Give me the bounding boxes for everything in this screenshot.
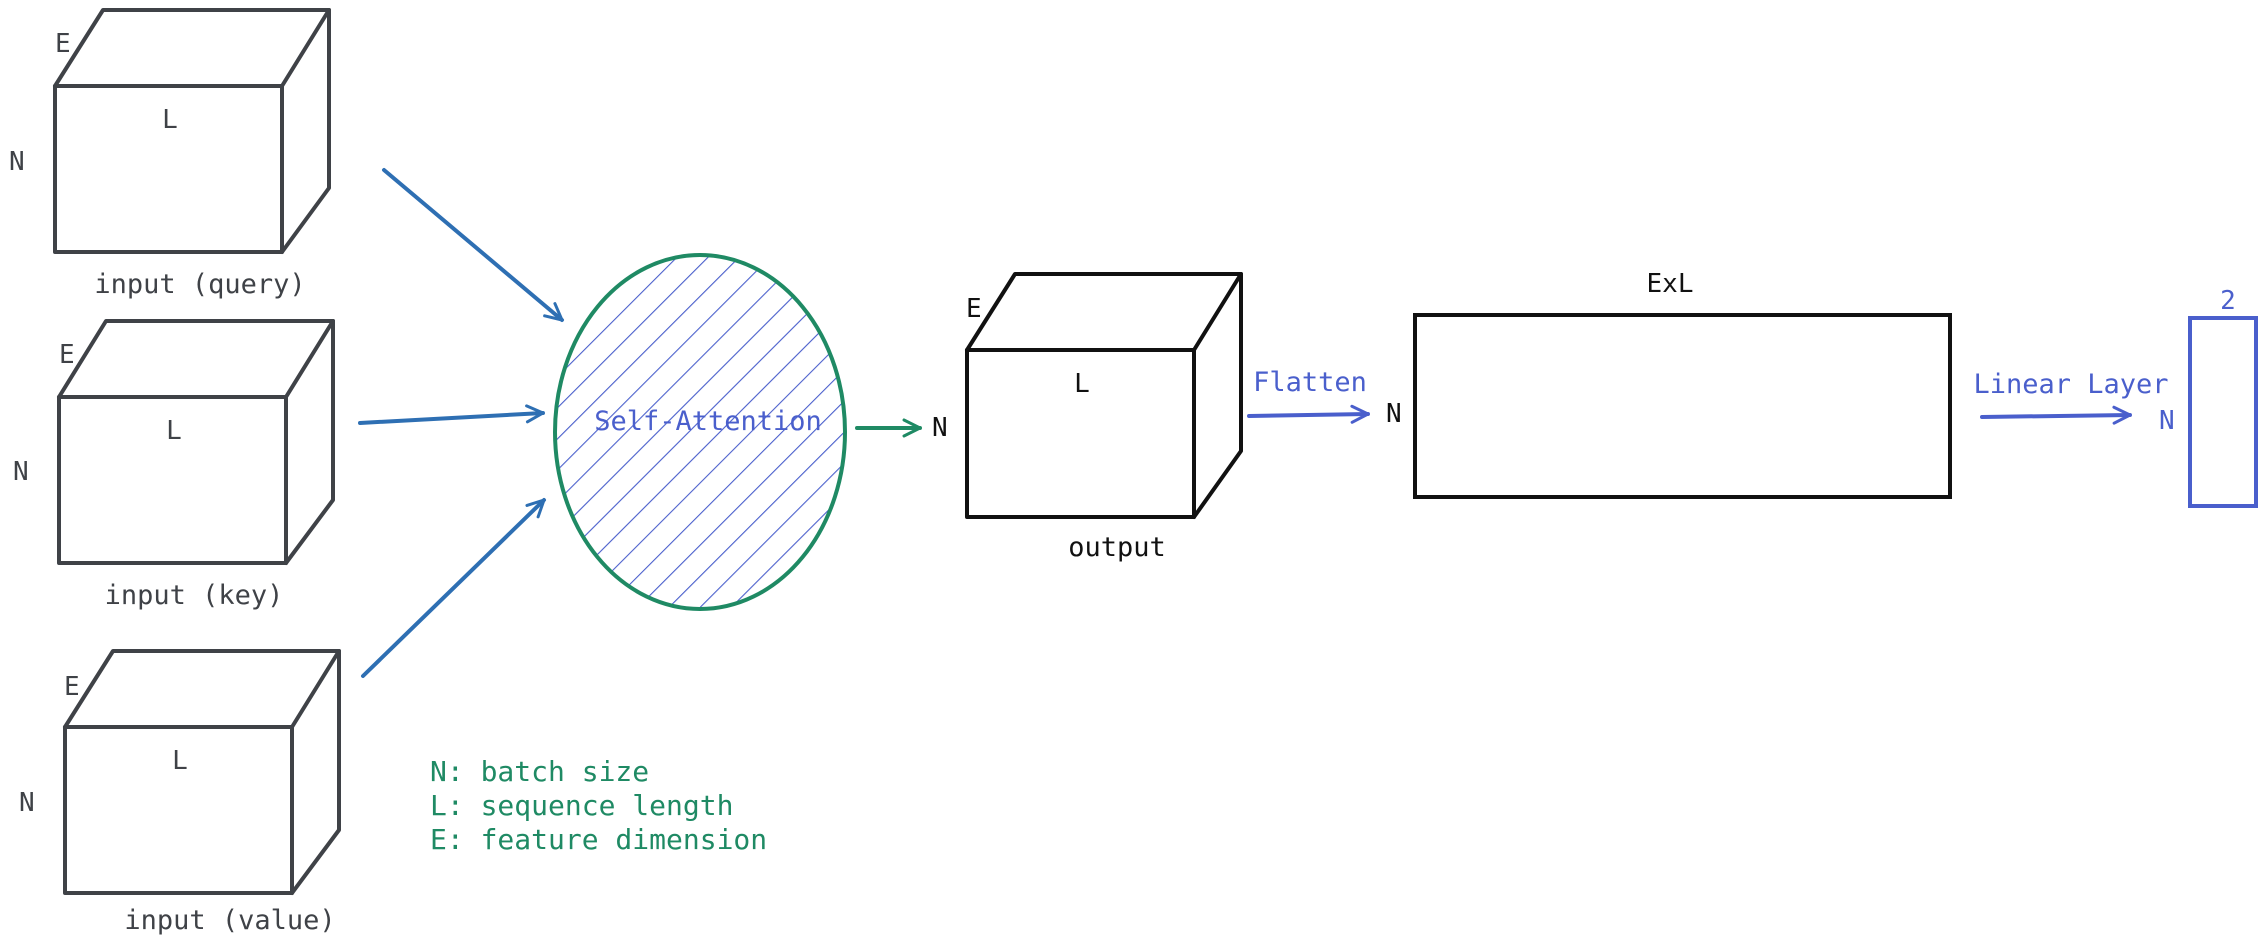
box-side-face	[1192, 272, 1243, 519]
input-key-box: E L N input (key)	[13, 319, 335, 611]
box-side-face	[284, 319, 335, 565]
batch-size-label: N	[1386, 399, 1402, 429]
linear-layer-arrow	[1980, 405, 2132, 425]
box-top-face	[965, 272, 1243, 352]
output-vector: 2 N	[2159, 286, 2258, 508]
input-query-caption: input (query)	[94, 269, 305, 300]
box-side-face	[280, 8, 331, 254]
feature-dim-label: E	[55, 29, 71, 59]
output-size-label: 2	[2220, 286, 2236, 316]
input-key-caption: input (key)	[105, 580, 284, 611]
box-front-face	[53, 84, 284, 254]
feature-dim-label: E	[966, 294, 982, 324]
legend-line-sequence: L: sequence length	[430, 789, 733, 822]
flatten-label: Flatten	[1253, 367, 1367, 398]
box-top-face	[63, 649, 341, 729]
box-front-face	[63, 725, 294, 895]
output-caption: output	[1068, 532, 1166, 563]
feature-dim-label: E	[59, 340, 75, 370]
value-arrow	[361, 498, 546, 678]
feature-dim-label: E	[64, 672, 80, 702]
box-side-face	[290, 649, 341, 895]
batch-size-label: N	[2159, 406, 2175, 436]
attention-outline	[553, 253, 847, 611]
sequence-length-label: L	[166, 416, 182, 446]
batch-size-label: N	[9, 147, 25, 177]
legend-line-feature: E: feature dimension	[430, 823, 767, 856]
attention-hatch-fill	[555, 255, 845, 609]
sequence-length-label: L	[162, 105, 178, 135]
flatten-arrow	[1247, 404, 1370, 424]
legend: N: batch size L: sequence length E: feat…	[430, 755, 767, 856]
key-arrow	[358, 404, 545, 425]
query-arrow	[382, 168, 564, 322]
box-front-face	[965, 348, 1196, 519]
sequence-length-label: L	[172, 746, 188, 776]
batch-size-label: N	[932, 413, 948, 443]
box-top-face	[57, 319, 335, 399]
output-box: E L N output	[932, 272, 1243, 563]
legend-line-batch: N: batch size	[430, 755, 649, 788]
self-attention-label: Self-Attention	[594, 406, 822, 437]
output-vector-rect	[2188, 316, 2258, 508]
flattened-matrix: ExL N	[1386, 269, 1952, 499]
batch-size-label: N	[19, 788, 35, 818]
batch-size-label: N	[13, 457, 29, 487]
box-top-face	[53, 8, 331, 88]
sequence-length-label: L	[1074, 369, 1090, 399]
input-query-box: E L N input (query)	[9, 8, 331, 300]
input-value-box: E L N input (value)	[19, 649, 341, 936]
linear-layer-label: Linear Layer	[1973, 369, 2168, 400]
box-front-face	[57, 395, 288, 565]
flattened-width-label: ExL	[1647, 269, 1694, 299]
input-value-caption: input (value)	[124, 905, 335, 936]
flattened-rect	[1413, 313, 1952, 499]
self-attention-node: Self-Attention	[553, 253, 847, 611]
